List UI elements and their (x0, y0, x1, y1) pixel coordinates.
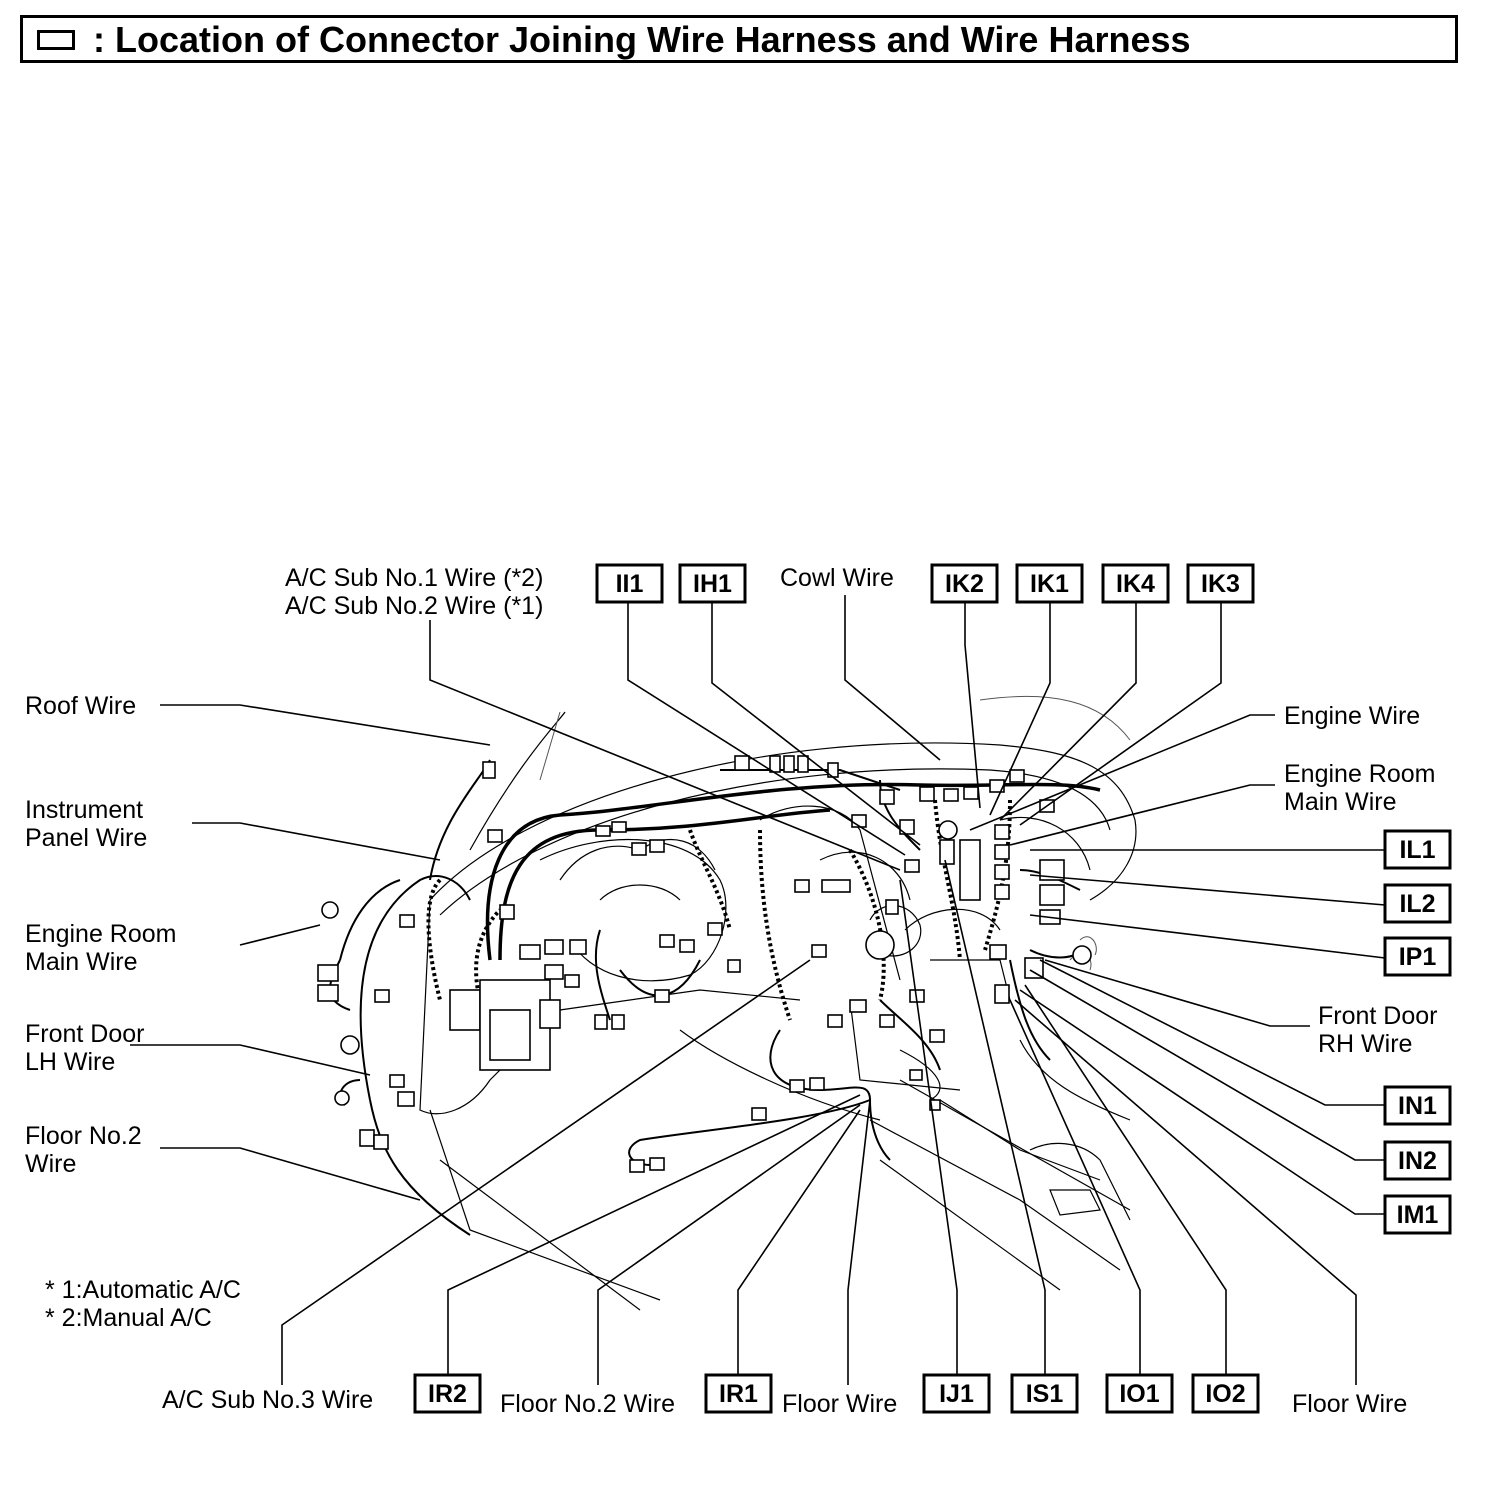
connector-code-IL1: IL1 (1383, 829, 1452, 870)
connector-code-label: IL1 (1399, 836, 1435, 864)
connector-code-label: IK2 (945, 570, 984, 598)
engine-wire-label: Engine Wire (1284, 702, 1420, 730)
instrument-panel-outline (419, 695, 1137, 1311)
connector-code-IJ1: IJ1 (922, 1373, 991, 1414)
connector-code-label: IH1 (693, 570, 732, 598)
connector-code-IN2: IN2 (1383, 1140, 1452, 1181)
connector-code-IP1: IP1 (1383, 936, 1452, 977)
leader-lines (130, 595, 1386, 1385)
ac-sub-no1-wire-label: A/C Sub No.1 Wire (*2) (285, 564, 543, 592)
connector-code-label: IL2 (1399, 890, 1435, 918)
connector-code-IK4: IK4 (1101, 563, 1170, 604)
floor-no2-wire-left-label-line1: Floor No.2 (25, 1122, 142, 1150)
connector-code-label: IK4 (1116, 570, 1155, 598)
footnote-automatic-ac: * 1:Automatic A/C (45, 1276, 241, 1304)
engine-room-main-wire-right-label-line2: Main Wire (1284, 788, 1397, 816)
floor-wire-bottom-label: Floor Wire (782, 1390, 897, 1418)
connector-code-label: IJ1 (939, 1380, 974, 1408)
front-door-rh-wire-label-line1: Front Door (1318, 1002, 1437, 1030)
connector-code-IK1: IK1 (1015, 563, 1084, 604)
connector-code-label: IP1 (1399, 943, 1437, 971)
footnote-manual-ac: * 2:Manual A/C (45, 1304, 212, 1332)
floor-no2-wire-bottom-label: Floor No.2 Wire (500, 1390, 675, 1418)
connector-code-IM1: IM1 (1383, 1194, 1452, 1235)
connector-code-IR2: IR2 (413, 1373, 482, 1414)
engine-room-main-wire-left-label-line1: Engine Room (25, 920, 176, 948)
connector-code-IR1: IR1 (704, 1373, 773, 1414)
connector-code-label: II1 (616, 570, 644, 598)
connector-box-symbol-icon (37, 30, 75, 50)
connector-code-label: IK1 (1030, 570, 1069, 598)
connector-code-IN1: IN1 (1383, 1085, 1452, 1126)
engine-room-main-wire-left-label-line2: Main Wire (25, 948, 138, 976)
connector-code-IO2: IO2 (1191, 1373, 1260, 1414)
connector-code-IL2: IL2 (1383, 883, 1452, 924)
instrument-panel-wire-label-line2: Panel Wire (25, 824, 147, 852)
floor-no2-wire-left-label-line2: Wire (25, 1150, 76, 1178)
connector-code-label: IM1 (1397, 1201, 1439, 1229)
front-door-lh-wire-label-line1: Front Door (25, 1020, 144, 1048)
front-door-lh-wire-label-line2: LH Wire (25, 1048, 115, 1076)
connector-code-label: IS1 (1026, 1380, 1064, 1408)
ac-sub-no2-wire-label: A/C Sub No.2 Wire (*1) (285, 592, 543, 620)
connector-code-IK3: IK3 (1186, 563, 1255, 604)
connector-code-label: IO1 (1119, 1380, 1159, 1408)
connector-code-label: IK3 (1201, 570, 1240, 598)
connector-code-label: IO2 (1205, 1380, 1245, 1408)
instrument-panel-wire-label-line1: Instrument (25, 796, 143, 824)
floor-wire-right-label: Floor Wire (1292, 1390, 1407, 1418)
front-door-rh-wire-label-line2: RH Wire (1318, 1030, 1412, 1058)
connector-code-II1: II1 (595, 563, 664, 604)
connector-code-IH1: IH1 (678, 563, 747, 604)
page-title: : Location of Connector Joining Wire Har… (93, 19, 1191, 60)
engine-room-main-wire-right-label-line1: Engine Room (1284, 760, 1435, 788)
roof-wire-label: Roof Wire (25, 692, 136, 720)
connector-code-label: IR2 (428, 1380, 467, 1408)
connector-code-label: IN1 (1398, 1092, 1437, 1120)
connector-code-IK2: IK2 (930, 563, 999, 604)
connector-code-label: IR1 (719, 1380, 758, 1408)
cowl-wire-label: Cowl Wire (780, 564, 894, 592)
connector-code-label: IN2 (1398, 1147, 1437, 1175)
connector-code-IS1: IS1 (1010, 1373, 1079, 1414)
connector-code-IO1: IO1 (1105, 1373, 1174, 1414)
title-bar: : Location of Connector Joining Wire Har… (20, 15, 1458, 63)
ac-sub-no3-wire-label: A/C Sub No.3 Wire (162, 1386, 373, 1414)
